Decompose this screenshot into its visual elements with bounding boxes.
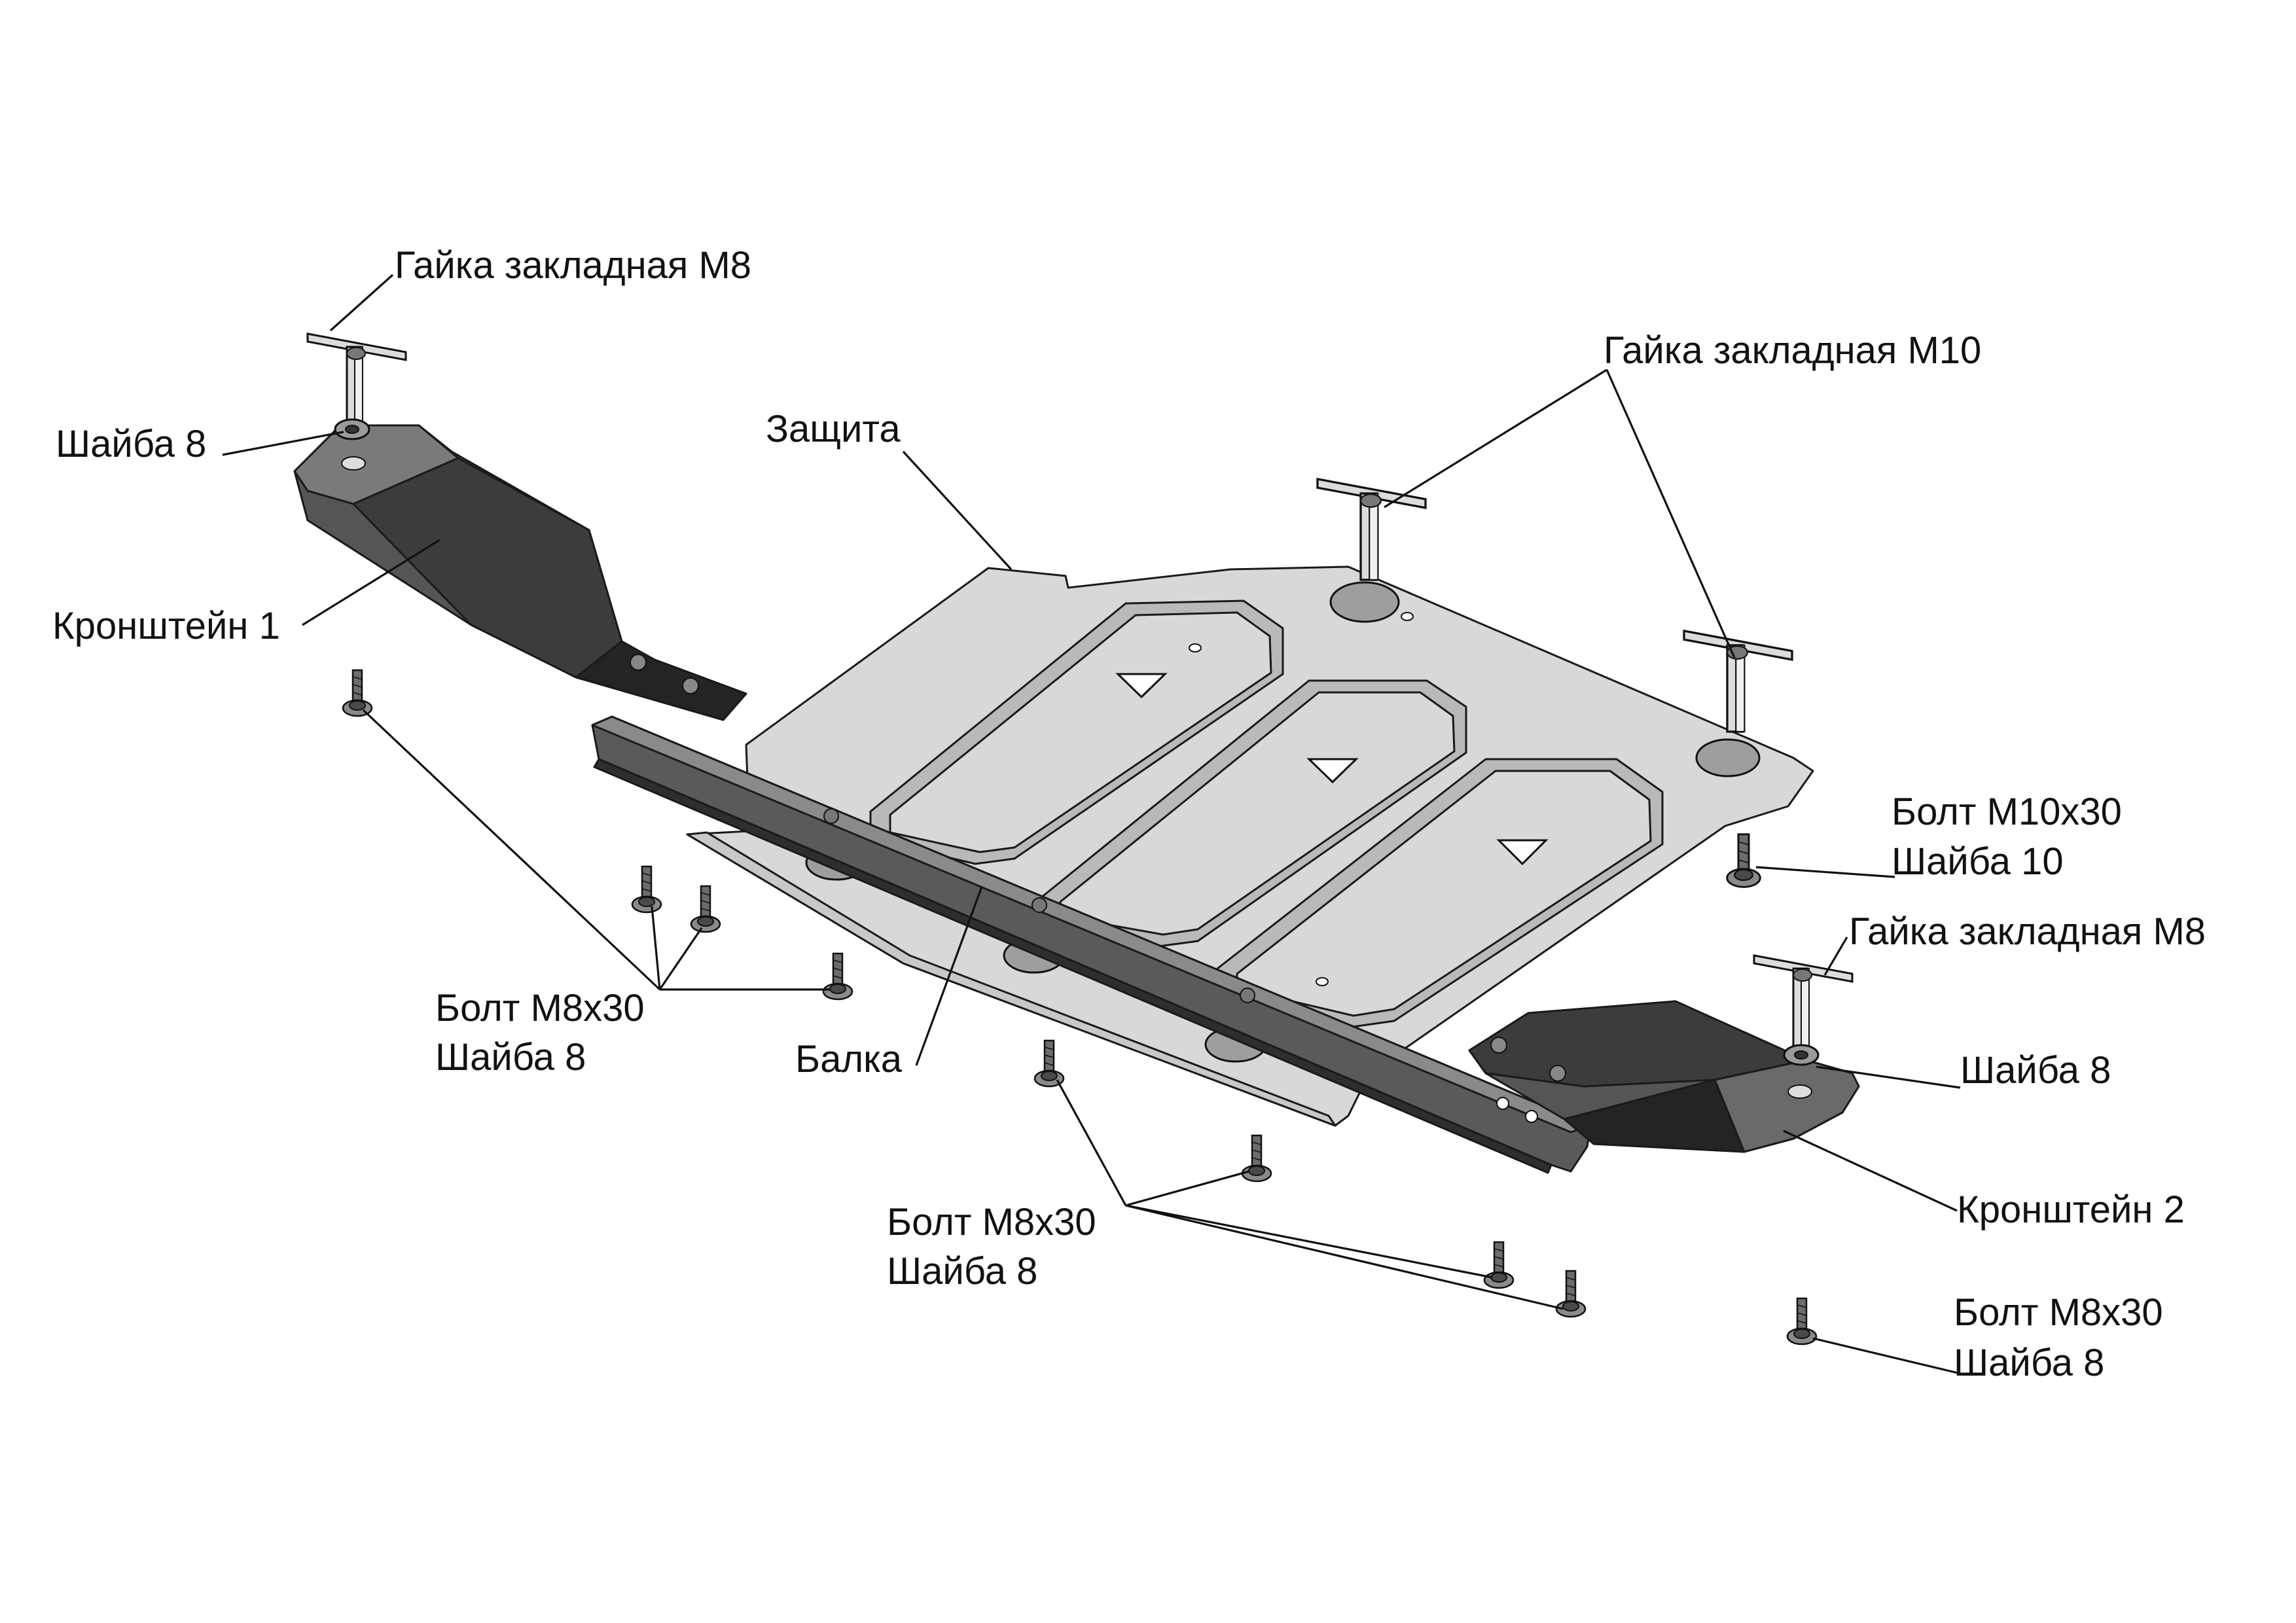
nut-m8-right-part [1753, 954, 1854, 1048]
label-beam: Балка [795, 1038, 903, 1080]
bracket-1 [293, 424, 747, 721]
label-bolt-mid-line2: Шайба 8 [887, 1250, 1037, 1293]
label-nut-m8-right: Гайка закладная М8 [1849, 910, 2206, 953]
beam [591, 715, 1592, 1174]
nut-m10-left-part [1316, 478, 1427, 581]
bolt-m10-part [1726, 833, 1761, 888]
label-bolt-left-line2: Шайба 8 [435, 1036, 586, 1079]
washer-8-left-part [334, 418, 370, 440]
shield-plate [686, 565, 1814, 1127]
bolt-mid-2 [1241, 1134, 1272, 1183]
bolt-mid-4 [1555, 1270, 1587, 1318]
label-nut-m8-top: Гайка закладная М8 [395, 244, 751, 287]
bracket-2 [1468, 1000, 1860, 1153]
bolt-left-1 [342, 669, 373, 717]
label-bolt-m10-line1: Болт М10х30 [1892, 791, 2122, 833]
bolt-mid-3 [1483, 1241, 1515, 1289]
bolt-left-3 [690, 885, 721, 933]
label-washer-8-left: Шайба 8 [56, 423, 206, 465]
bolt-left-2 [631, 865, 662, 914]
label-bolt-right-line2: Шайба 8 [1954, 1342, 2104, 1384]
label-washer-8-right: Шайба 8 [1960, 1049, 2111, 1092]
nut-m10-right-part [1683, 630, 1793, 733]
leader-lines [222, 274, 1964, 1376]
bolt-left-4 [822, 952, 853, 1001]
labels: Гайка закладная М8 Шайба 8 Кронштейн 1 З… [52, 244, 2206, 1384]
bolt-right-part [1786, 1297, 1818, 1346]
label-shield: Защита [766, 408, 901, 450]
washer-8-right-part [1783, 1044, 1820, 1066]
label-bracket-2: Кронштейн 2 [1957, 1188, 2185, 1231]
bolt-mid-1 [1033, 1039, 1065, 1088]
label-bolt-right-line1: Болт М8х30 [1954, 1291, 2163, 1334]
label-bracket-1: Кронштейн 1 [52, 605, 280, 647]
label-bolt-m10-line2: Шайба 10 [1892, 840, 2064, 883]
label-bolt-mid-line1: Болт М8х30 [887, 1201, 1096, 1243]
label-bolt-left-line1: Болт М8х30 [435, 987, 645, 1029]
label-nut-m10: Гайка закладная М10 [1604, 329, 1981, 372]
nut-m8-top-part [306, 332, 407, 427]
